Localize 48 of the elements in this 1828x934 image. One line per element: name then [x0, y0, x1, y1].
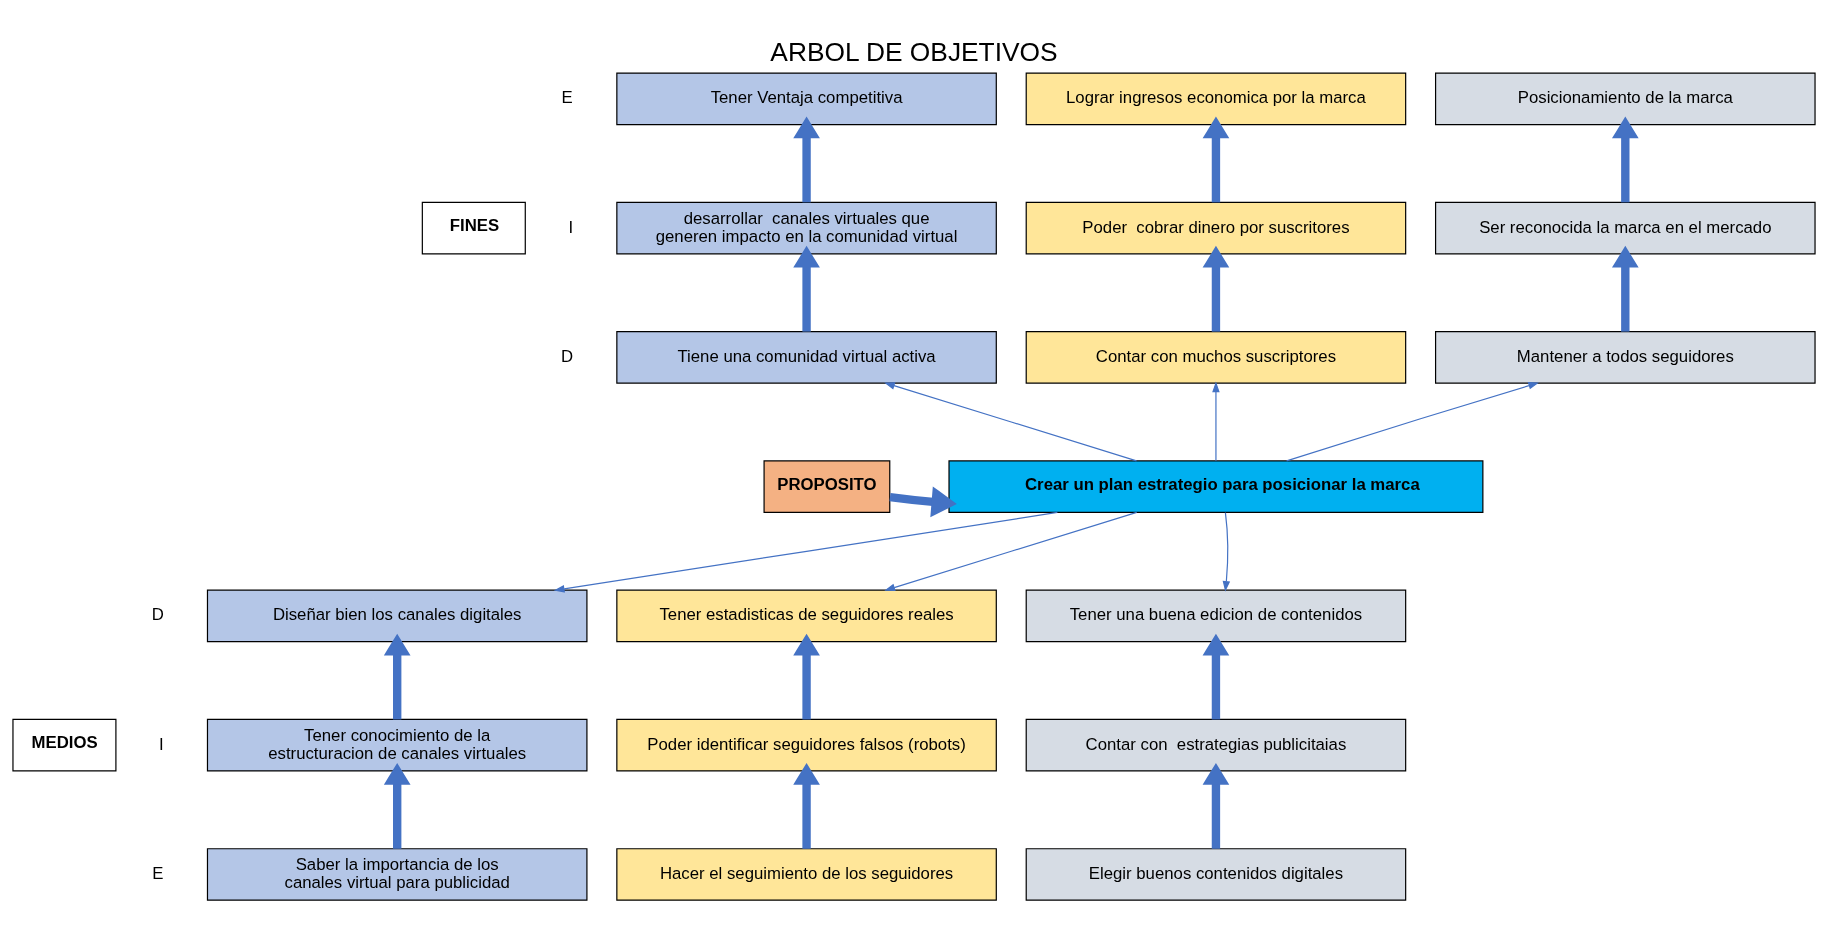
node-box: Mantener a todos seguidores — [1435, 330, 1816, 384]
arrow — [383, 762, 411, 849]
node-box: Tener estadisticas de seguidores reales — [616, 589, 997, 642]
node-box: desarrollar canales virtuales que generen impacto en la comunidad virtual — [616, 201, 997, 254]
arrow — [1202, 762, 1230, 849]
node-box: Crear un plan estrategio para posicionar la marca — [948, 459, 1484, 513]
label: E — [561, 87, 573, 107]
label: D — [151, 604, 164, 624]
arrow — [1212, 380, 1220, 461]
node-box: Diseñar bien los canales digitales — [206, 589, 588, 642]
node-box: Hacer el seguimiento de los seguidores — [616, 847, 997, 901]
node-box: Tener conocimiento de la estructuracion de canales virtuales — [206, 718, 588, 772]
arrow — [889, 485, 957, 517]
label: D — [561, 346, 574, 366]
node-box: Lograr ingresos economica por la marca — [1025, 72, 1407, 125]
arrow — [793, 245, 820, 332]
arrow — [1222, 511, 1231, 592]
arrow — [793, 116, 820, 202]
node-box: MEDIOS — [12, 718, 117, 772]
node-box: Ser reconocida la marca en el mercado — [1435, 201, 1816, 254]
arrow — [553, 511, 1058, 593]
node-box: FINES — [421, 201, 526, 254]
label: I — [159, 734, 164, 754]
node-box: Tener una buena edicion de contenidos — [1025, 589, 1407, 642]
arrow — [1611, 116, 1639, 202]
node-box: Poder cobrar dinero por suscritores — [1025, 201, 1407, 254]
arrow — [1202, 633, 1230, 719]
node-box: Posicionamiento de la marca — [1435, 72, 1816, 125]
node-box: Elegir buenos contenidos digitales — [1025, 847, 1407, 901]
node-box: PROPOSITO — [763, 459, 891, 513]
arrow — [884, 381, 1138, 461]
arrow — [884, 511, 1138, 591]
node-box: Tiene una comunidad virtual activa — [616, 330, 997, 384]
arrow — [1611, 245, 1639, 332]
node-box: Contar con muchos suscriptores — [1025, 330, 1407, 384]
node-box: Saber la importancia de los canales virtual para publicidad — [206, 847, 588, 901]
arrow — [1202, 116, 1230, 202]
arrow — [383, 633, 411, 719]
diagram-title: ARBOL DE OBJETIVOS — [770, 36, 1058, 67]
label: I — [568, 217, 574, 237]
arrow — [1202, 245, 1230, 332]
arrow — [793, 762, 820, 849]
node-box: Contar con estrategias publicitaias — [1025, 718, 1407, 772]
arrow — [793, 633, 820, 719]
node-box: Poder identificar seguidores falsos (robots) — [616, 718, 997, 772]
label: E — [152, 863, 164, 883]
node-box: Tener Ventaja competitiva — [616, 72, 997, 125]
arrow — [1286, 381, 1540, 461]
